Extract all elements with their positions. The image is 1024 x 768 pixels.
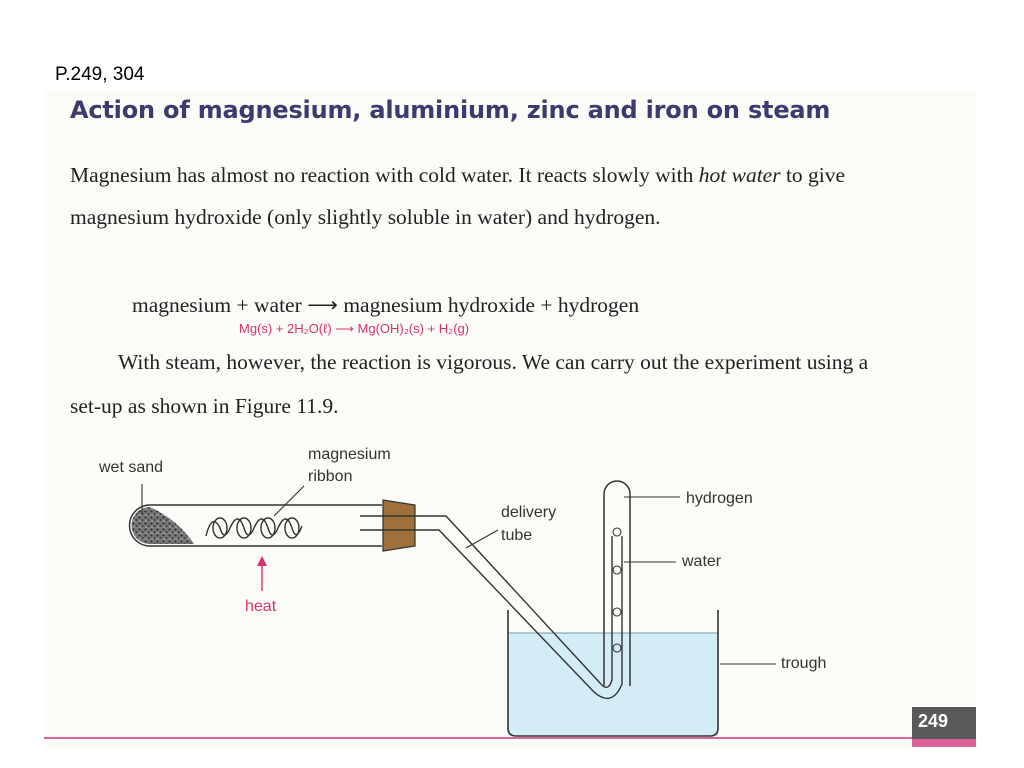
heat-arrow <box>257 556 267 591</box>
wet-sand <box>131 507 194 544</box>
paragraph-2: With steam, however, the reaction is vig… <box>70 350 869 418</box>
label-ribbon: ribbon <box>308 468 353 485</box>
label-water: water <box>682 553 722 570</box>
label-hydrogen: hydrogen <box>686 490 753 507</box>
collecting-tube <box>603 480 631 686</box>
rubber-stopper <box>382 499 416 552</box>
label-tube: tube <box>501 527 533 544</box>
paragraph-1-emphasis: hot water <box>698 163 781 187</box>
paragraph-1-before: Magnesium has almost no reaction with co… <box>70 163 699 187</box>
label-trough: trough <box>781 655 827 672</box>
magnesium-ribbon <box>205 517 303 539</box>
trough <box>507 610 719 737</box>
label-magnesium: magnesium <box>308 446 391 463</box>
section-title: Action of magnesium, aluminium, zinc and… <box>70 96 831 124</box>
boiling-tube <box>128 504 382 547</box>
delivery-tube-leader <box>465 529 499 549</box>
page-number: 249 <box>912 707 976 747</box>
symbol-equation: Mg(s) + 2H₂O(ℓ) ⟶ Mg(OH)₂(s) + H₂(g) <box>239 321 470 336</box>
word-equation: magnesium + water ⟶ magnesium hydroxide … <box>132 293 640 317</box>
delivery-tube <box>360 515 623 700</box>
footer-rule <box>44 737 912 739</box>
label-delivery: delivery <box>501 504 557 521</box>
paragraph-1: Magnesium has almost no reaction with co… <box>70 154 870 238</box>
label-wet-sand: wet sand <box>99 459 164 476</box>
slide-reference: P.249, 304 <box>55 64 145 85</box>
hydrogen-bubbles <box>612 527 622 653</box>
paragraph-1-after: to give magnesium hydroxide (only slight… <box>70 163 846 229</box>
label-heat: heat <box>245 598 277 615</box>
magnesium-leader <box>273 485 305 517</box>
